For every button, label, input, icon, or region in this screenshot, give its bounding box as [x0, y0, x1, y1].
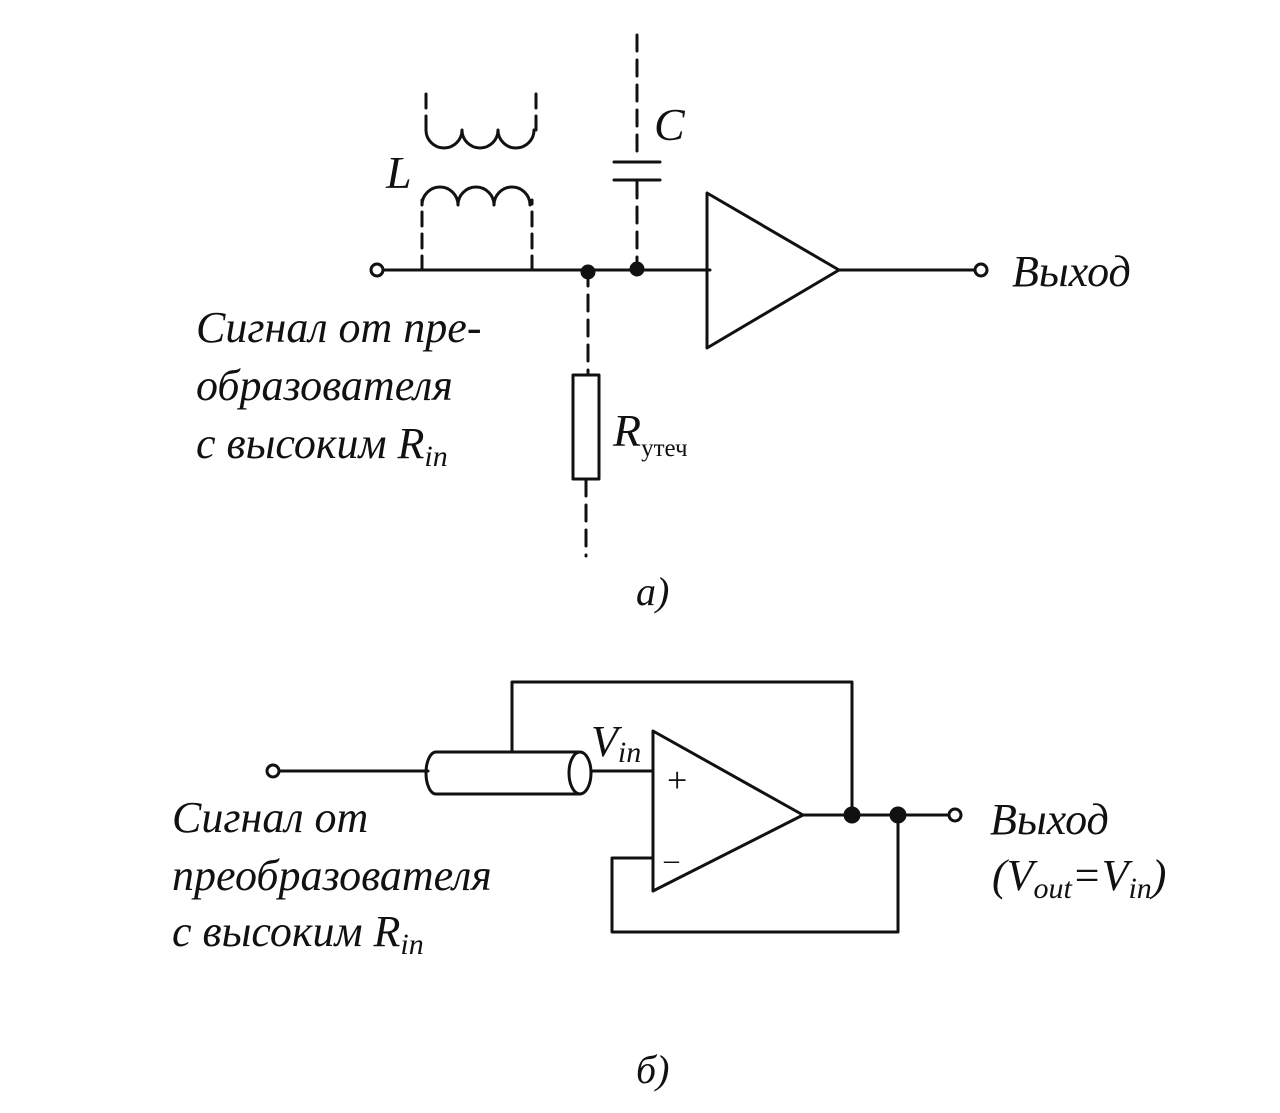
negative-feedback-wire: [610, 813, 900, 934]
capacitor-symbol: [612, 33, 662, 272]
diagram-a: [369, 33, 989, 558]
output-terminal-a: [973, 262, 989, 278]
input-label-a-line3: с высоким Rin: [196, 419, 448, 473]
noninverting-sign: +: [667, 760, 687, 800]
output-label-b: Выход: [990, 795, 1109, 844]
leakage-resistor-label: Rутеч: [612, 405, 688, 462]
input-label-a-line2: образователя: [196, 361, 453, 410]
shielded-cable-symbol: [424, 750, 655, 796]
inductor-symbol: [420, 86, 538, 272]
input-label-b-line3: с высоким Rin: [172, 907, 424, 961]
junction-dot-guard: [843, 806, 861, 824]
vin-label: Vin: [591, 717, 641, 769]
output-equation: (Vout=Vin): [992, 851, 1166, 905]
caption-b: б): [636, 1047, 669, 1092]
diagram-b: [265, 680, 963, 934]
junction-dot-capacitor: [629, 261, 645, 277]
inverting-sign: –: [663, 843, 680, 876]
output-label-a: Выход: [1012, 247, 1131, 296]
junction-dot-resistor: [580, 264, 596, 280]
leakage-resistor-symbol: [571, 268, 601, 558]
input-label-b-line2: преобразователя: [172, 851, 492, 900]
input-label-b-line1: Сигнал от: [172, 793, 368, 842]
guard-feedback-wire: [510, 680, 854, 817]
input-terminal-a: [369, 262, 385, 278]
input-terminal-b: [265, 763, 281, 779]
amplifier-triangle-a: [705, 191, 841, 350]
op-amp-triangle: [651, 729, 805, 893]
output-terminal-b: [947, 807, 963, 823]
caption-a: а): [636, 569, 669, 614]
junction-dot-feedback: [889, 806, 907, 824]
input-label-a-line1: Сигнал от пре-: [196, 303, 481, 352]
capacitor-label: C: [654, 99, 686, 150]
inductor-label: L: [385, 147, 412, 198]
